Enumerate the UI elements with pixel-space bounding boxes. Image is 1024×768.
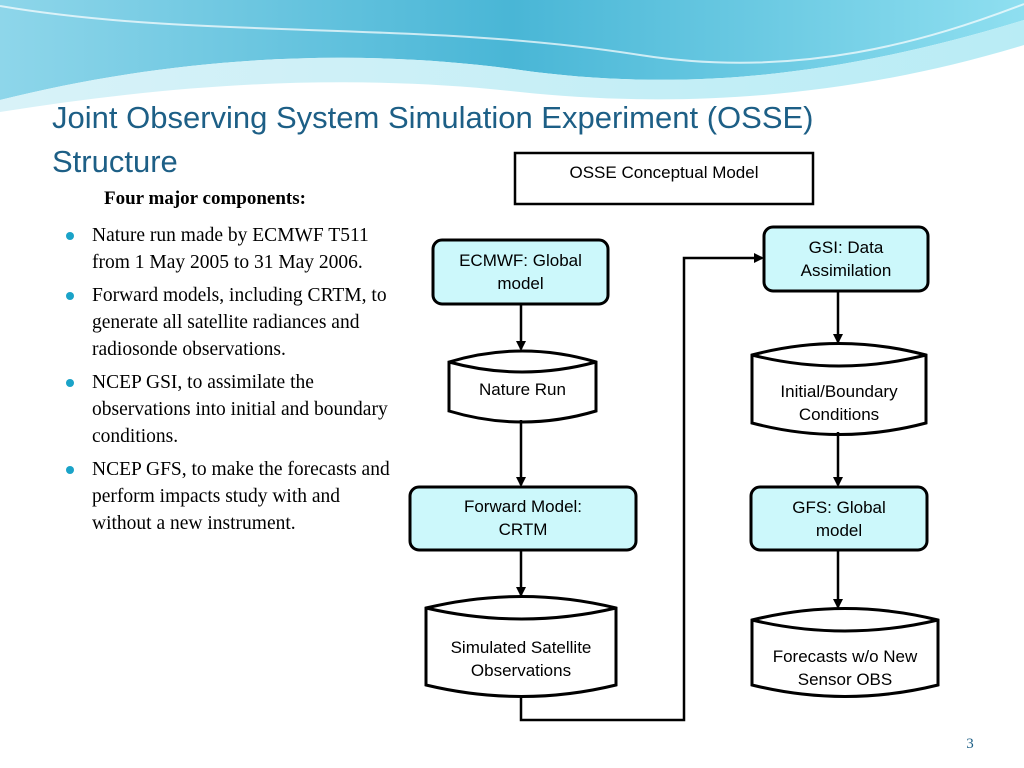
- node-forward-model-box: [408, 485, 638, 552]
- list-item: NCEP GSI, to assimilate the observations…: [64, 369, 404, 450]
- list-item: Nature run made by ECMWF T511 from 1 May…: [64, 222, 404, 276]
- node-gsi: GSI: Data Assimilation: [800, 238, 892, 280]
- components-heading: Four major components:: [104, 188, 306, 209]
- bullet-icon: [66, 292, 74, 300]
- node-simulated-obs-cylinder: [424, 595, 618, 698]
- node-forward-model: Forward Model: CRTM: [463, 497, 583, 539]
- list-item: Forward models, including CRTM, to gener…: [64, 282, 404, 363]
- bullet-icon: [66, 379, 74, 387]
- list-item: NCEP GFS, to make the forecasts and perf…: [64, 456, 404, 537]
- node-simulated-obs-cylinder-rim: [425, 606, 617, 621]
- node-initial-boundary-cylinder-rim: [751, 353, 927, 368]
- diagram-title: OSSE Conceptual Model: [569, 162, 759, 182]
- bullet-icon: [66, 232, 74, 240]
- node-nature-run: Nature Run: [479, 379, 566, 399]
- node-gsi-box: [762, 225, 930, 293]
- node-forecasts-cylinder-rim: [751, 618, 939, 633]
- node-initial-boundary-cylinder: [750, 342, 928, 436]
- components-list: Nature run made by ECMWF T511 from 1 May…: [64, 222, 404, 543]
- diagram-title-box: [513, 151, 815, 206]
- node-gfs: GFS: Global model: [792, 498, 886, 540]
- node-initial-boundary: Initial/Boundary Conditions: [780, 382, 898, 424]
- slide-title: Joint Observing System Simulation Experi…: [52, 100, 814, 179]
- arrow-simulated-obs-to-gsi: [519, 253, 764, 722]
- node-ecmwf: ECMWF: Global model: [459, 251, 582, 293]
- node-forecasts: Forecasts w/o New Sensor OBS: [772, 647, 918, 689]
- bullet-icon: [66, 466, 74, 474]
- node-forecasts-cylinder: [750, 607, 940, 698]
- header-wave-decoration: [0, 0, 1024, 112]
- node-nature-run-cylinder-rim: [448, 360, 597, 374]
- node-simulated-obs: Simulated Satellite Observations: [450, 638, 592, 680]
- page-number: 3: [966, 736, 974, 752]
